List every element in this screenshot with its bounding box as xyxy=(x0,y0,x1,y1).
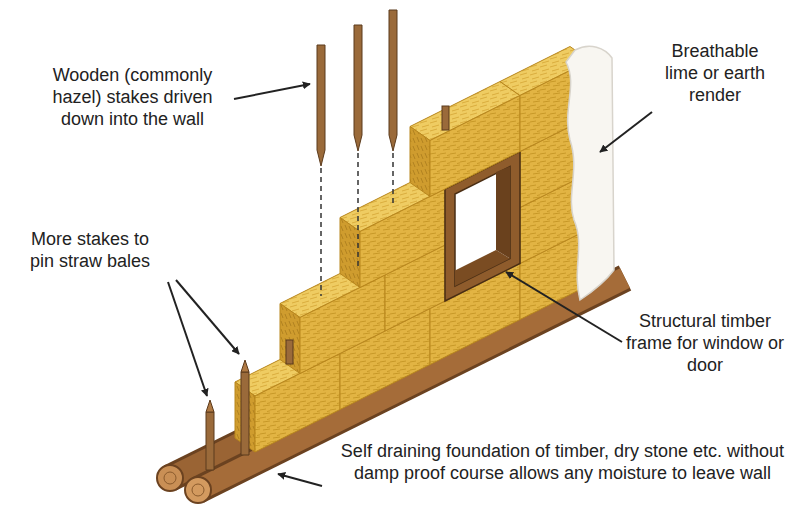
hazel-stakes xyxy=(317,10,397,296)
leader-arrow xyxy=(168,282,207,396)
stake-tip xyxy=(241,360,249,372)
callout-label: Structural timber frame for window or do… xyxy=(625,310,785,376)
leader-arrow xyxy=(278,474,322,486)
log-end xyxy=(157,465,183,491)
dashed-guide xyxy=(392,153,394,205)
stake-stub xyxy=(286,340,293,364)
frame-reveal xyxy=(496,167,510,259)
straw-bales xyxy=(235,117,590,453)
bale xyxy=(430,96,520,197)
leader-arrow xyxy=(600,112,652,152)
callout-label: Self draining foundation of timber, dry … xyxy=(330,440,795,484)
stake xyxy=(317,45,325,166)
log-end xyxy=(185,477,211,503)
window-opening xyxy=(455,167,510,287)
leader-arrow xyxy=(234,84,310,99)
log-ring xyxy=(164,472,176,484)
stake-tip xyxy=(206,400,214,412)
bale-end xyxy=(280,304,300,374)
stake xyxy=(389,10,397,151)
leader-arrow xyxy=(176,280,239,354)
dashed-guide xyxy=(357,153,359,268)
callout-label: More stakes to pin straw bales xyxy=(20,228,160,272)
dashed-guide xyxy=(320,168,322,296)
lime-render xyxy=(566,46,614,300)
bale-end xyxy=(410,127,430,197)
callout-label: Wooden (commonly hazel) stakes driven do… xyxy=(40,64,225,130)
bale-end xyxy=(340,218,360,288)
leader-arrows xyxy=(168,84,652,486)
frame-sill xyxy=(455,250,510,286)
straw-bales xyxy=(410,47,590,197)
stake xyxy=(206,412,214,470)
stake-stub xyxy=(442,106,449,130)
callout-label: Breathable lime or earth render xyxy=(655,40,775,106)
bale xyxy=(360,189,445,288)
bale xyxy=(300,275,385,374)
leader-arrow xyxy=(506,272,622,342)
stake xyxy=(241,372,249,455)
stake xyxy=(354,25,362,151)
pinning-stakes xyxy=(206,106,449,470)
log-ring xyxy=(192,484,204,496)
